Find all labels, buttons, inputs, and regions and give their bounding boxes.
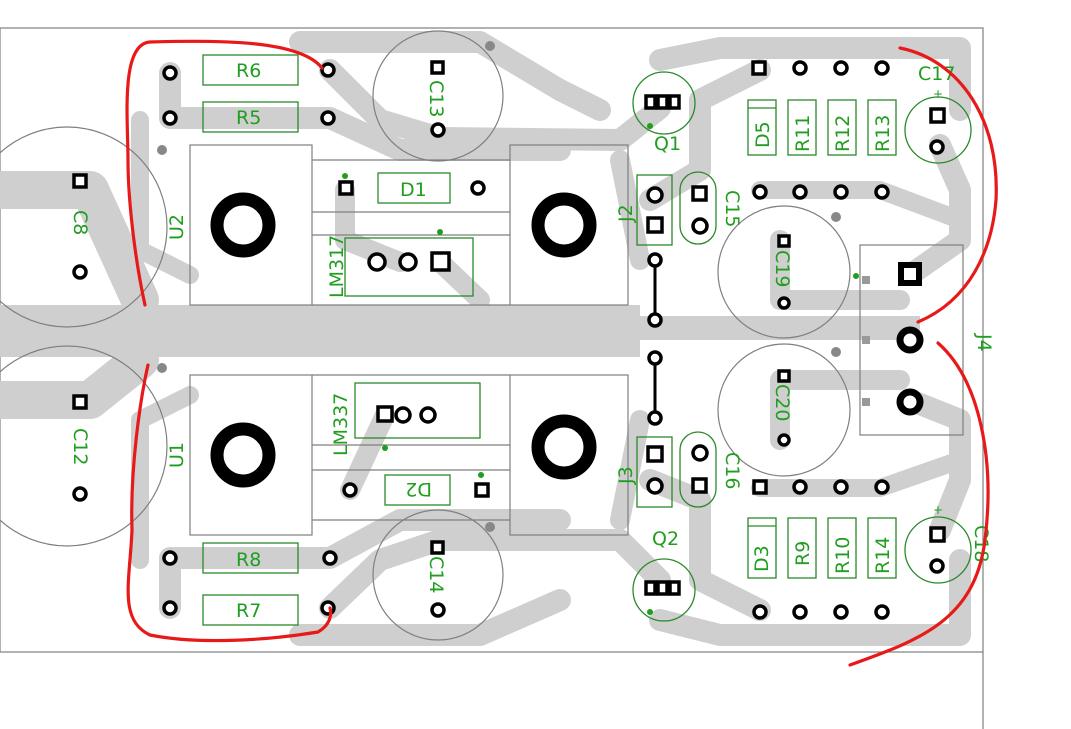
label-plus-c18: + [933,503,943,517]
label-r9: R9 [792,541,814,566]
label-j2: J2 [615,204,637,223]
red-markup-right-top [898,46,998,324]
label-c8: C8 [69,210,91,235]
mounting-holes [210,192,597,488]
label-c15: C15 [721,190,743,227]
label-r5: R5 [236,107,261,129]
board-outline [0,27,984,729]
label-r10: R10 [832,537,854,574]
label-c12: C12 [69,428,91,465]
label-c19: C19 [771,250,793,287]
label-d2: D2 [405,478,432,500]
label-r13: R13 [872,115,894,152]
label-lm317: LM317 [326,235,348,298]
label-u1: U1 [166,442,188,468]
label-r11: R11 [792,115,814,152]
label-q1: Q1 [654,133,681,155]
silkscreen-labels: R6 R5 R8 R7 D1 D2 C13 C14 C8 C12 U2 U1 L… [69,60,995,622]
label-c13: C13 [425,80,447,117]
label-d1: D1 [400,179,427,201]
label-r6: R6 [236,60,261,82]
markers [157,41,859,615]
red-markup [125,39,998,667]
label-c16: C16 [721,452,743,489]
red-markup-right-bottom [848,341,990,667]
label-j3: J3 [615,466,637,485]
label-plus-c17: + [933,87,943,101]
label-d5: D5 [752,121,774,148]
label-r12: R12 [832,115,854,152]
regulator-outlines [189,144,964,536]
red-markup-left-bottom [126,363,333,643]
label-lm337: LM337 [330,393,352,456]
label-r8: R8 [236,549,261,571]
label-r14: R14 [872,537,894,574]
label-r7: R7 [236,600,261,622]
label-j4: J4 [973,333,995,352]
label-c14: C14 [425,556,447,593]
label-d3: D3 [751,545,773,572]
label-q2: Q2 [652,528,679,550]
component-bodies [0,30,972,641]
label-c20: C20 [771,384,793,421]
red-markup-left-top [125,39,324,307]
label-u2: U2 [166,214,188,240]
pads [72,60,946,620]
